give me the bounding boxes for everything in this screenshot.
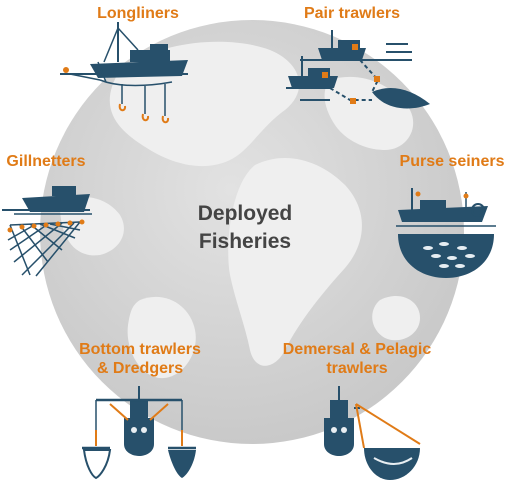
bottom-trawler-vessel-icon bbox=[82, 386, 196, 480]
label-pair-trawlers: Pair trawlers bbox=[303, 5, 401, 22]
label-demersal-pelagic: Demersal & Pelagic trawlers bbox=[282, 341, 432, 377]
pelagic-trawler-vessel-icon bbox=[324, 386, 420, 480]
label-longliners: Longliners bbox=[97, 5, 179, 22]
label-bottom-trawlers: Bottom trawlers & Dredgers bbox=[79, 341, 201, 377]
pair-trawler-vessel-icon bbox=[286, 30, 430, 109]
label-gillnetters: Gillnetters bbox=[6, 153, 86, 170]
purse-seiner-vessel-icon bbox=[396, 188, 496, 278]
longliner-vessel-icon bbox=[60, 22, 188, 116]
center-title: Deployed Fisheries bbox=[197, 202, 293, 253]
gillnetter-vessel-icon bbox=[2, 186, 92, 277]
label-purse-seiners: Purse seiners bbox=[399, 153, 505, 170]
